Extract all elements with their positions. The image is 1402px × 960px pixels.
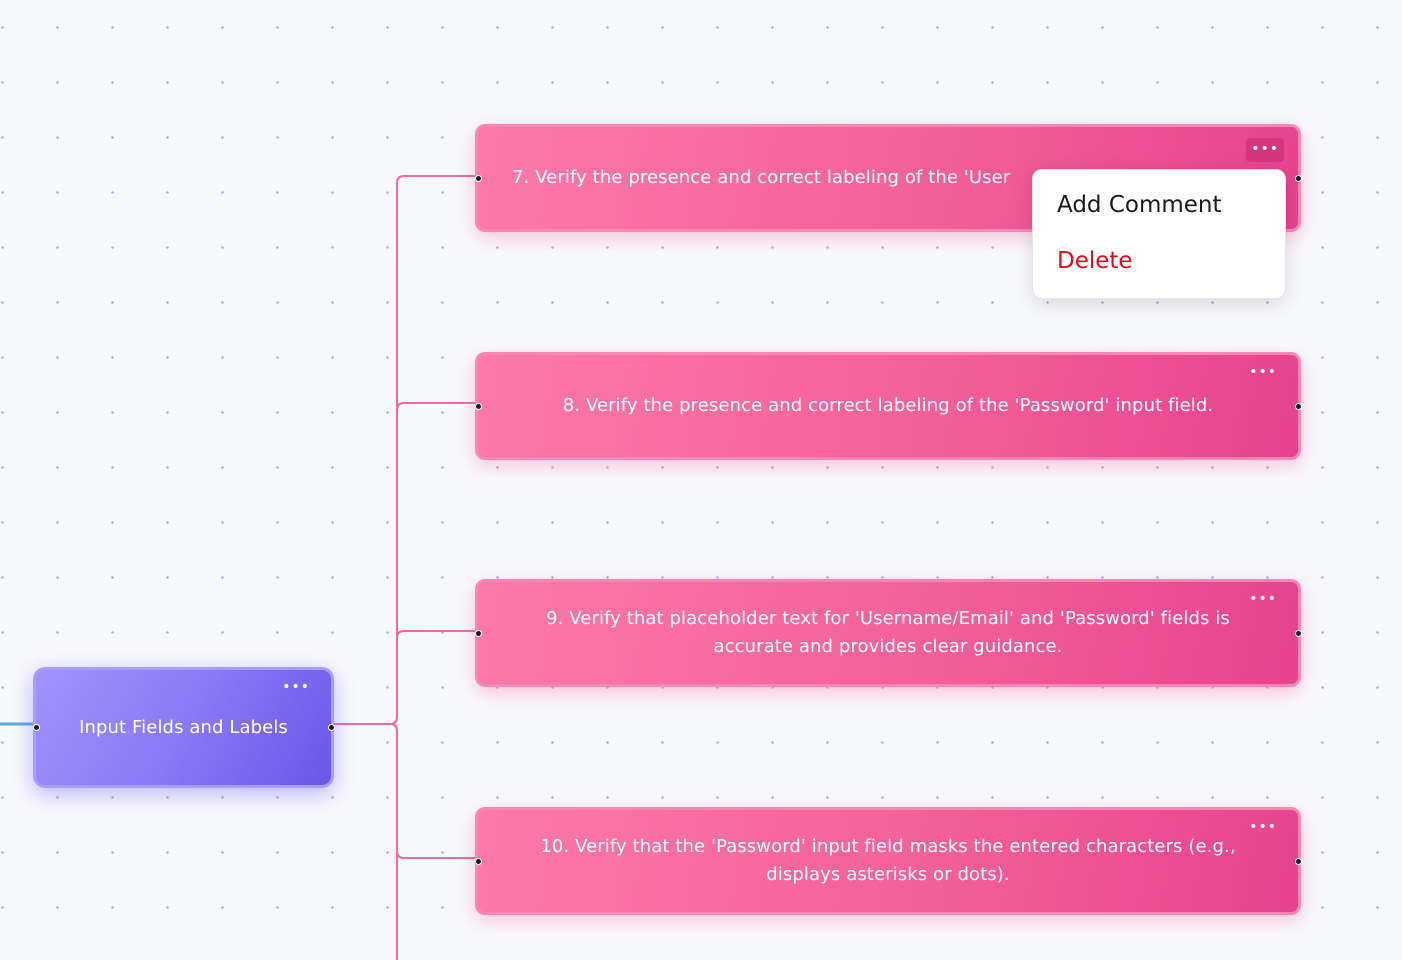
more-horizontal-icon[interactable]: ••• [1249,591,1277,607]
test-node-label: 8. Verify the presence and correct label… [562,395,1214,416]
more-horizontal-icon[interactable]: ••• [1249,819,1277,835]
test-node-10[interactable]: 10. Verify that the 'Password' input fie… [474,807,1302,915]
branch-connector-9 [396,630,478,639]
connection-port-left[interactable] [474,402,482,410]
delete-menu-item[interactable]: Delete [1057,248,1133,274]
group-node-label: Input Fields and Labels [79,716,288,738]
add-comment-menu-item[interactable]: Add Comment [1057,192,1222,218]
more-horizontal-icon[interactable]: ••• [282,679,310,695]
test-node-8[interactable]: 8. Verify the presence and correct label… [474,352,1302,460]
test-node-9[interactable]: 9. Verify that placeholder text for 'Use… [474,579,1302,687]
trunk-connector [333,175,478,725]
test-node-label: 7. Verify the presence and correct label… [512,167,1011,188]
more-horizontal-icon[interactable]: ••• [1246,138,1284,162]
connection-port-right[interactable] [1294,174,1302,182]
connection-port-left[interactable] [474,857,482,865]
connection-port-right[interactable] [327,724,335,731]
connection-port-left[interactable] [474,629,482,637]
connection-port-left[interactable] [474,174,482,182]
more-horizontal-icon[interactable]: ••• [1249,364,1277,380]
branch-connector-10 [389,723,478,859]
connection-port-right[interactable] [1294,629,1302,637]
connection-port-left[interactable] [32,724,40,731]
connection-port-right[interactable] [1294,857,1302,865]
node-context-menu: Add Comment Delete [1032,169,1286,299]
branch-connector-8 [396,402,478,411]
group-node-input-fields[interactable]: Input Fields and Labels ••• [32,667,335,788]
connection-port-right[interactable] [1294,402,1302,410]
test-node-label: 10. Verify that the 'Password' input fie… [540,836,1236,885]
test-node-label: 9. Verify that placeholder text for 'Use… [546,608,1230,657]
